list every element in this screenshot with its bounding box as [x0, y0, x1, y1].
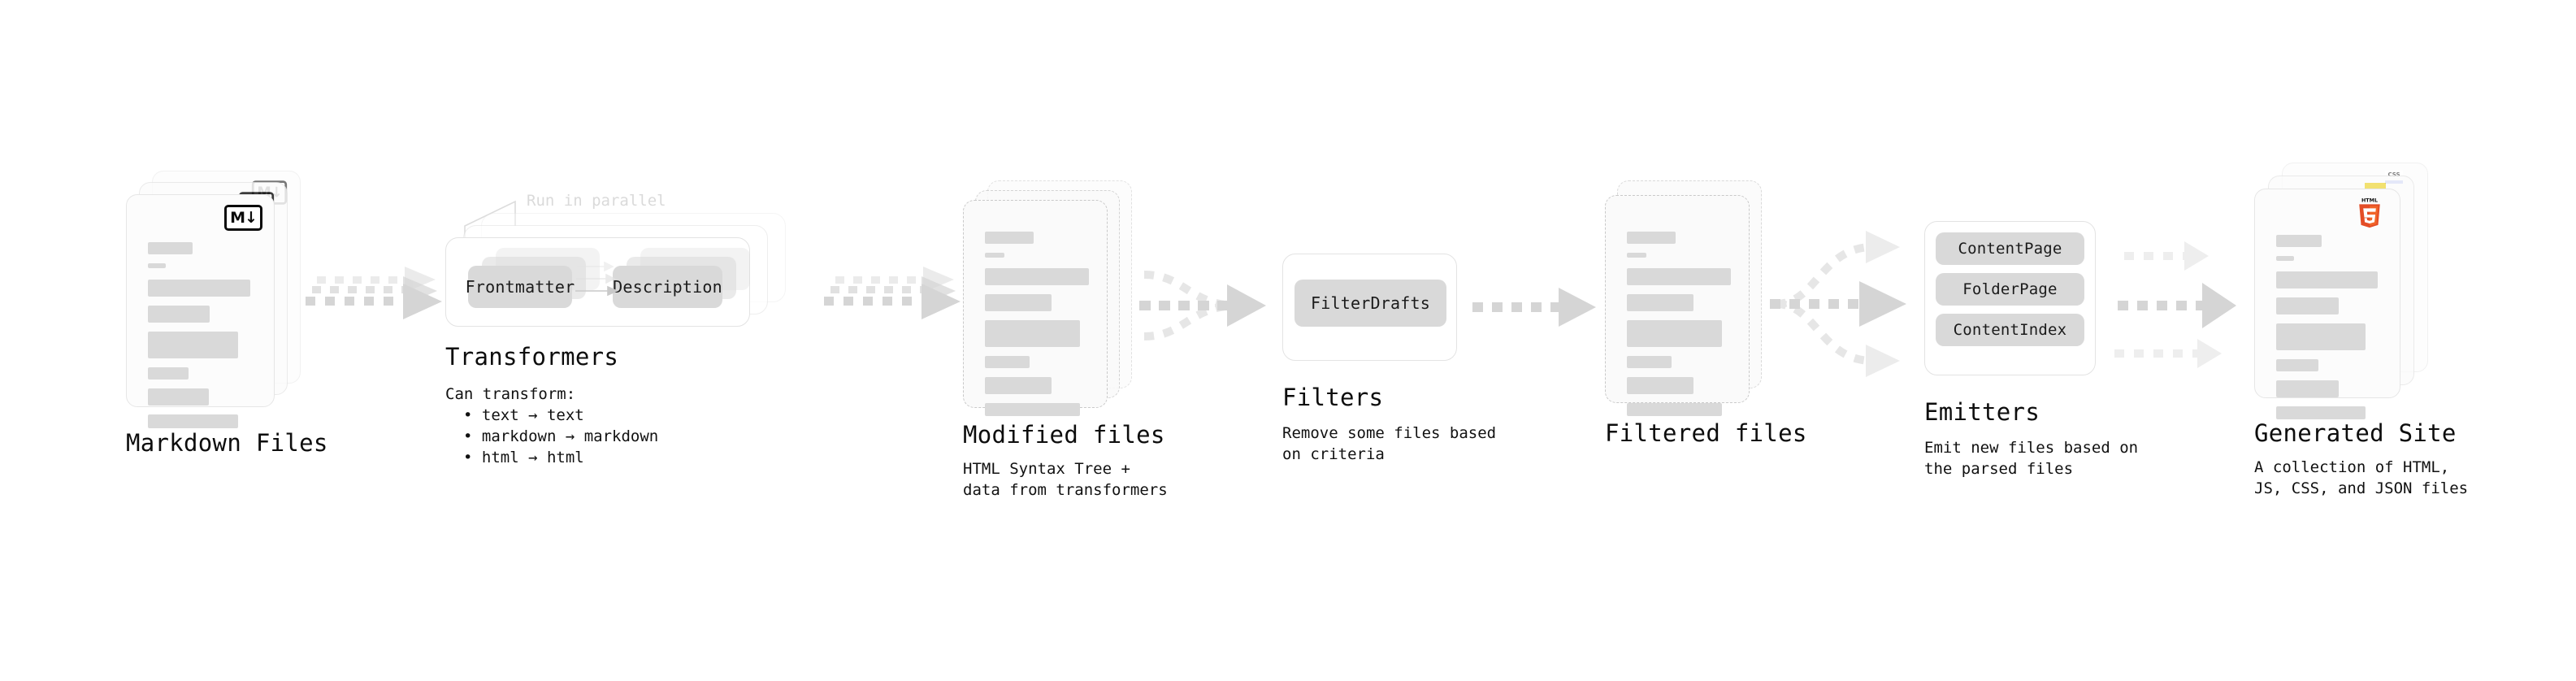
markdown-file-stack: M↓ M↓ M↓	[126, 171, 301, 428]
transformers-bullets: text → text markdown → markdown html → h…	[445, 405, 658, 468]
stage-generated-site: CSS HTML	[2254, 163, 2468, 497]
chip-folderpage[interactable]: FolderPage	[1936, 273, 2084, 306]
markdown-icon: M↓	[224, 205, 262, 231]
transformers-subtitle: Can transform:	[445, 385, 576, 403]
modified-files-subtitle: HTML Syntax Tree + data from transformer…	[963, 460, 1168, 499]
filtered-card-front[interactable]	[1605, 195, 1750, 416]
generated-site-stack: CSS HTML	[2254, 163, 2433, 419]
generated-site-subtitle: A collection of HTML, JS, CSS, and JSON …	[2254, 458, 2469, 497]
chip-filterdrafts[interactable]: FilterDrafts	[1295, 280, 1446, 327]
stage-title-modified-files: Modified files	[963, 421, 1165, 449]
emitters-subtitle: Emit new files based on the parsed files	[1924, 439, 2139, 478]
stage-title-filtered-files: Filtered files	[1605, 419, 1807, 447]
modified-file-stack	[963, 180, 1138, 416]
filtered-file-stack	[1605, 180, 1780, 416]
transform-rule-html: html → html	[463, 447, 658, 468]
connector-transformers-to-modified	[824, 267, 961, 319]
stage-filtered-files: Filtered files	[1605, 180, 1806, 447]
generated-card-front[interactable]: HTML	[2254, 189, 2400, 419]
connector-filters-to-filtered	[1472, 288, 1596, 327]
stage-title-filters: Filters	[1282, 384, 1384, 411]
stage-markdown-files: M↓ M↓ M↓ Markdown Files	[126, 171, 327, 457]
svg-text:HTML: HTML	[2361, 197, 2378, 204]
transformer-inner-arrows	[575, 261, 618, 297]
stage-modified-files: Modified files HTML Syntax Tree + data f…	[963, 180, 1168, 499]
placeholder-lines	[985, 232, 1089, 425]
stage-title-generated-site: Generated Site	[2254, 419, 2457, 447]
placeholder-lines	[2276, 235, 2379, 428]
chip-frontmatter[interactable]: Frontmatter	[466, 266, 575, 308]
chip-contentindex[interactable]: ContentIndex	[1936, 314, 2084, 346]
connector-modified-to-filters	[1139, 271, 1266, 340]
placeholder-lines	[148, 242, 253, 437]
stage-title-emitters: Emitters	[1924, 398, 2040, 426]
modified-card-front[interactable]	[963, 200, 1108, 416]
html5-icon: HTML	[2359, 197, 2380, 228]
stage-title-markdown-files: Markdown Files	[126, 429, 328, 457]
connector-filtered-to-emitters	[1770, 231, 1906, 377]
markdown-card-front[interactable]: M↓	[126, 194, 275, 428]
stage-title-transformers: Transformers	[445, 343, 619, 371]
transform-rule-markdown: markdown → markdown	[463, 426, 658, 447]
chip-description[interactable]: Description	[613, 266, 722, 308]
transform-rule-text: text → text	[463, 405, 658, 426]
run-in-parallel-label: Run in parallel	[527, 192, 666, 210]
connector-markdown-to-transformers	[306, 267, 442, 319]
chip-contentpage[interactable]: ContentPage	[1936, 232, 2084, 265]
connector-emitters-to-site	[2114, 241, 2236, 368]
filters-subtitle: Remove some files based on criteria	[1282, 424, 1497, 463]
placeholder-lines	[1627, 232, 1731, 425]
